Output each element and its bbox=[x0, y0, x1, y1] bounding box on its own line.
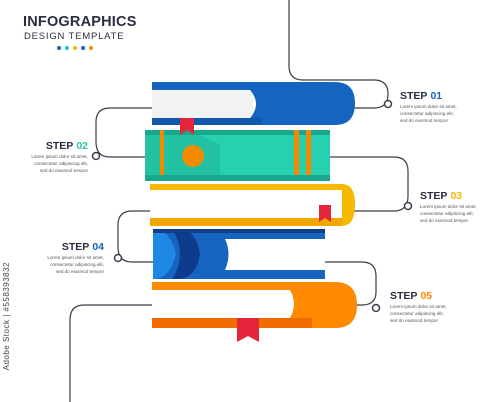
step-text-line: consectetur adipiscing elit, bbox=[400, 110, 454, 116]
step-text-line: consectetur adipiscing elit, bbox=[420, 210, 474, 216]
color-dot bbox=[81, 46, 85, 50]
step-01-text: Lorem ipsum dolor sit amet, consectetur … bbox=[400, 104, 478, 124]
step-text-line: Lorem ipsum dolor sit amet, bbox=[47, 255, 104, 260]
step-text-line: consectetur adipiscing elit, bbox=[50, 261, 104, 267]
step-number: 03 bbox=[450, 190, 463, 202]
step-text-line: Lorem ipsum dolor sit amet, bbox=[400, 104, 457, 109]
color-dot bbox=[73, 46, 77, 50]
step-03-text: Lorem ipsum dolor sit amet, consectetur … bbox=[420, 204, 498, 224]
color-dot bbox=[57, 46, 61, 50]
book-4-blue bbox=[153, 229, 325, 279]
step-text-line: Lorem ipsum dolor sit amet, bbox=[420, 204, 477, 209]
step-text-line: Lorem ipsum dolor sit amet, bbox=[390, 304, 447, 309]
color-dots bbox=[57, 46, 93, 50]
step-02-marker bbox=[91, 151, 101, 161]
step-01-marker bbox=[383, 99, 393, 109]
step-text-line: Lorem ipsum dolor sit amet, bbox=[31, 154, 88, 159]
step-text-line: sed do eiusmod tempor bbox=[400, 117, 449, 123]
step-label: STEP bbox=[420, 190, 448, 202]
step-label: STEP bbox=[390, 290, 418, 302]
color-dot bbox=[89, 46, 93, 50]
step-05-text: Lorem ipsum dolor sit amet, consectetur … bbox=[390, 304, 468, 324]
step-label: STEP bbox=[61, 241, 90, 253]
step-02-text: Lorem ipsum dolor sit amet, consectetur … bbox=[10, 154, 88, 174]
book-5-orange bbox=[152, 282, 357, 342]
color-dot bbox=[65, 46, 69, 50]
connector-line bbox=[69, 0, 409, 402]
infographic-title: INFOGRAPHICS bbox=[23, 14, 137, 30]
book-2-teal bbox=[145, 130, 330, 181]
step-03-marker bbox=[403, 201, 413, 211]
step-text-line: sed do eiusmod tempor bbox=[55, 268, 104, 274]
stock-watermark: Adobe Stock | #558393832 bbox=[2, 262, 11, 371]
step-number: 01 bbox=[430, 90, 443, 102]
book-3-yellow bbox=[150, 184, 355, 226]
step-text-line: sed do eiusmod tempor bbox=[39, 167, 88, 173]
step-text-line: consectetur adipiscing elit, bbox=[34, 160, 88, 166]
step-number: 05 bbox=[420, 290, 433, 302]
step-04-marker bbox=[113, 253, 123, 263]
step-text-line: consectetur adipiscing elit, bbox=[390, 310, 444, 316]
step-label: STEP bbox=[45, 140, 74, 152]
step-04-text: Lorem ipsum dolor sit amet, consectetur … bbox=[26, 255, 104, 275]
step-number: 04 bbox=[92, 241, 104, 253]
book-1-blue bbox=[152, 82, 355, 135]
step-text-line: sed do eiusmod tempor bbox=[390, 317, 439, 323]
step-text-line: sed do eiusmod tempor bbox=[420, 217, 469, 223]
step-05-marker bbox=[371, 303, 381, 313]
step-number: 02 bbox=[76, 140, 88, 152]
book-2-emblem bbox=[182, 145, 204, 167]
step-label: STEP bbox=[400, 90, 428, 102]
infographic-subtitle: DESIGN TEMPLATE bbox=[24, 31, 125, 42]
